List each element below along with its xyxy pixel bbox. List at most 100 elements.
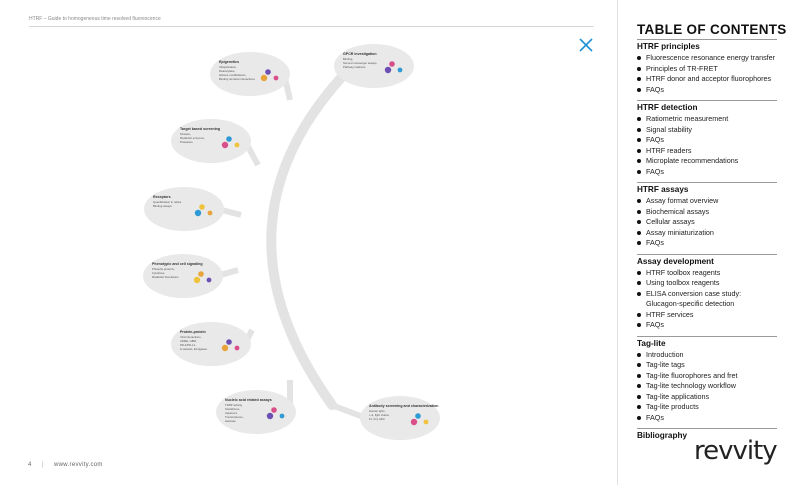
bullet-icon	[637, 169, 641, 174]
toc-item-continuation[interactable]: Glucagon-specific detection	[646, 299, 735, 308]
assay-illustration-icon	[193, 276, 201, 284]
footer-separator: |	[42, 462, 44, 468]
diagram-node-bubble	[144, 187, 224, 231]
bullet-icon	[637, 291, 641, 296]
toc-item-label: FAQs	[646, 320, 664, 329]
bullet-icon	[637, 138, 641, 142]
bullet-icon	[637, 56, 641, 60]
diagram-node-line: Pathway readouts	[343, 65, 366, 69]
toc-item[interactable]: Tag-lite fluorophores and fret	[637, 371, 777, 381]
toc-item[interactable]: Microplate recommendations	[637, 156, 777, 166]
assay-illustration-icon	[415, 413, 421, 419]
bullet-icon	[637, 230, 641, 235]
bullet-icon	[637, 241, 641, 245]
diagram-node-title: Epigenetics	[219, 60, 239, 64]
bullet-icon	[637, 323, 641, 327]
toc-section-heading[interactable]: Bibliography	[637, 431, 688, 440]
diagram-node-title: Target based screening	[180, 127, 220, 131]
diagram-node-bubble	[210, 52, 290, 96]
toc-item[interactable]: Ratiometric measurement	[637, 114, 777, 124]
diagram-node-bubble	[216, 390, 296, 434]
toc-item[interactable]: HTRF toolbox reagents	[637, 268, 777, 278]
toc-item[interactable]: Cellular assays	[637, 217, 777, 227]
toc-section-heading[interactable]: Assay development	[637, 256, 714, 266]
page-number: 4	[28, 462, 32, 468]
assay-illustration-icon	[271, 407, 277, 413]
toc-item[interactable]: FAQs	[637, 167, 777, 177]
toc-section-heading[interactable]: HTRF principles	[637, 42, 700, 51]
assay-illustration-icon	[423, 419, 429, 425]
toc-item[interactable]: HTRF readers	[637, 146, 777, 156]
toc-item-label: HTRF donor and acceptor fluorophores	[646, 74, 772, 83]
toc-item-label: Introduction	[646, 349, 684, 359]
toc-item[interactable]: Tag-lite applications	[637, 392, 777, 402]
toc-item-label: Tag-lite applications	[646, 391, 710, 401]
toc-item[interactable]: Tag-lite tags	[637, 360, 777, 370]
toc-section-heading[interactable]: HTRF detection	[637, 103, 698, 112]
toc-divider	[637, 428, 777, 429]
toc-item[interactable]: Biochemical assays	[637, 207, 777, 217]
assay-illustration-icon	[234, 345, 240, 351]
bullet-icon	[637, 352, 641, 357]
diagram-node-bubble	[143, 254, 223, 298]
diagram-node-line: Quantification in native	[153, 200, 182, 204]
toc-item[interactable]: Tag-lite products	[637, 402, 777, 412]
toc-item[interactable]: HTRF donor and acceptor fluorophores	[637, 74, 777, 84]
toc-section-heading[interactable]: HTRF assays	[637, 185, 689, 194]
close-icon[interactable]	[578, 37, 594, 53]
toc-divider	[637, 335, 777, 337]
toc-item[interactable]: FAQs	[637, 320, 777, 330]
toc-item[interactable]: Assay format overview	[637, 196, 777, 206]
applications-diagram: EpigeneticsUbiquitination,Deacetylase,Hi…	[143, 44, 440, 440]
main-arc	[266, 58, 360, 410]
toc-item-label: FAQs	[646, 412, 664, 422]
toc-divider	[637, 39, 777, 40]
diagram-node-title: GPCR investigation	[343, 52, 377, 56]
toc-item-label: HTRF toolbox reagents	[646, 267, 721, 277]
toc-item[interactable]: Fluorescence resonance energy transfer	[637, 53, 777, 63]
bullet-icon	[637, 394, 641, 399]
toc-item-label: HTRF services	[646, 309, 694, 319]
toc-item[interactable]: Using toolbox reagents	[637, 278, 777, 288]
toc-item[interactable]: FAQs	[637, 85, 777, 95]
assay-illustration-icon	[260, 74, 268, 82]
toc-item[interactable]: FAQs	[637, 413, 777, 423]
assay-illustration-icon	[273, 75, 279, 81]
assay-illustration-icon	[207, 210, 213, 216]
toc-item-label: ELISA conversion case study:	[646, 288, 742, 298]
bullet-icon	[637, 312, 641, 317]
bullet-icon	[637, 363, 641, 367]
assay-illustration-icon	[199, 204, 205, 210]
toc-divider	[637, 182, 777, 183]
toc-item-label: Microplate recommendations	[646, 156, 739, 165]
toc-item[interactable]: Introduction	[637, 350, 777, 360]
bullet-icon	[637, 127, 641, 132]
diagram-node-line: Binding,	[343, 57, 353, 61]
diagram-node-title: Nucleic acid related assays	[225, 398, 272, 402]
diagram-node-line: Phospho-proteins,	[152, 267, 175, 271]
diagram-node: EpigeneticsUbiquitination,Deacetylase,Hi…	[210, 52, 290, 96]
diagram-node-title: Protein-protein	[180, 330, 206, 334]
diagram-node-line: Cytokines,	[152, 271, 165, 275]
toc-section-heading[interactable]: Tag-lite	[637, 338, 666, 348]
diagram-node-line: Glutathione,	[225, 407, 240, 411]
bullet-icon	[637, 87, 641, 92]
toc-item-label: Biochemical assays	[646, 206, 710, 216]
toc-item[interactable]: Assay miniaturization	[637, 228, 777, 238]
toc-item[interactable]: Principles of TR-FRET	[637, 64, 777, 74]
toc-item-label: Ratiometric measurement	[646, 114, 729, 123]
toc-item[interactable]: ELISA conversion case study:	[637, 289, 777, 299]
footer-url[interactable]: www.revvity.com	[54, 462, 103, 468]
revvity-logo: revvity	[694, 436, 778, 466]
toc-item-label: Assay format overview	[646, 196, 719, 205]
toc-item[interactable]: FAQs	[637, 238, 777, 248]
toc-item-label: Tag-lite fluorophores and fret	[646, 370, 738, 380]
toc-item-label: FAQs	[646, 238, 664, 247]
toc-item[interactable]: HTRF services	[637, 310, 777, 320]
toc-item[interactable]: FAQs	[637, 135, 777, 145]
toc-item[interactable]: Signal stability	[637, 125, 777, 135]
toc-item[interactable]: Tag-lite technology workflow	[637, 381, 777, 391]
assay-illustration-icon	[226, 339, 232, 345]
